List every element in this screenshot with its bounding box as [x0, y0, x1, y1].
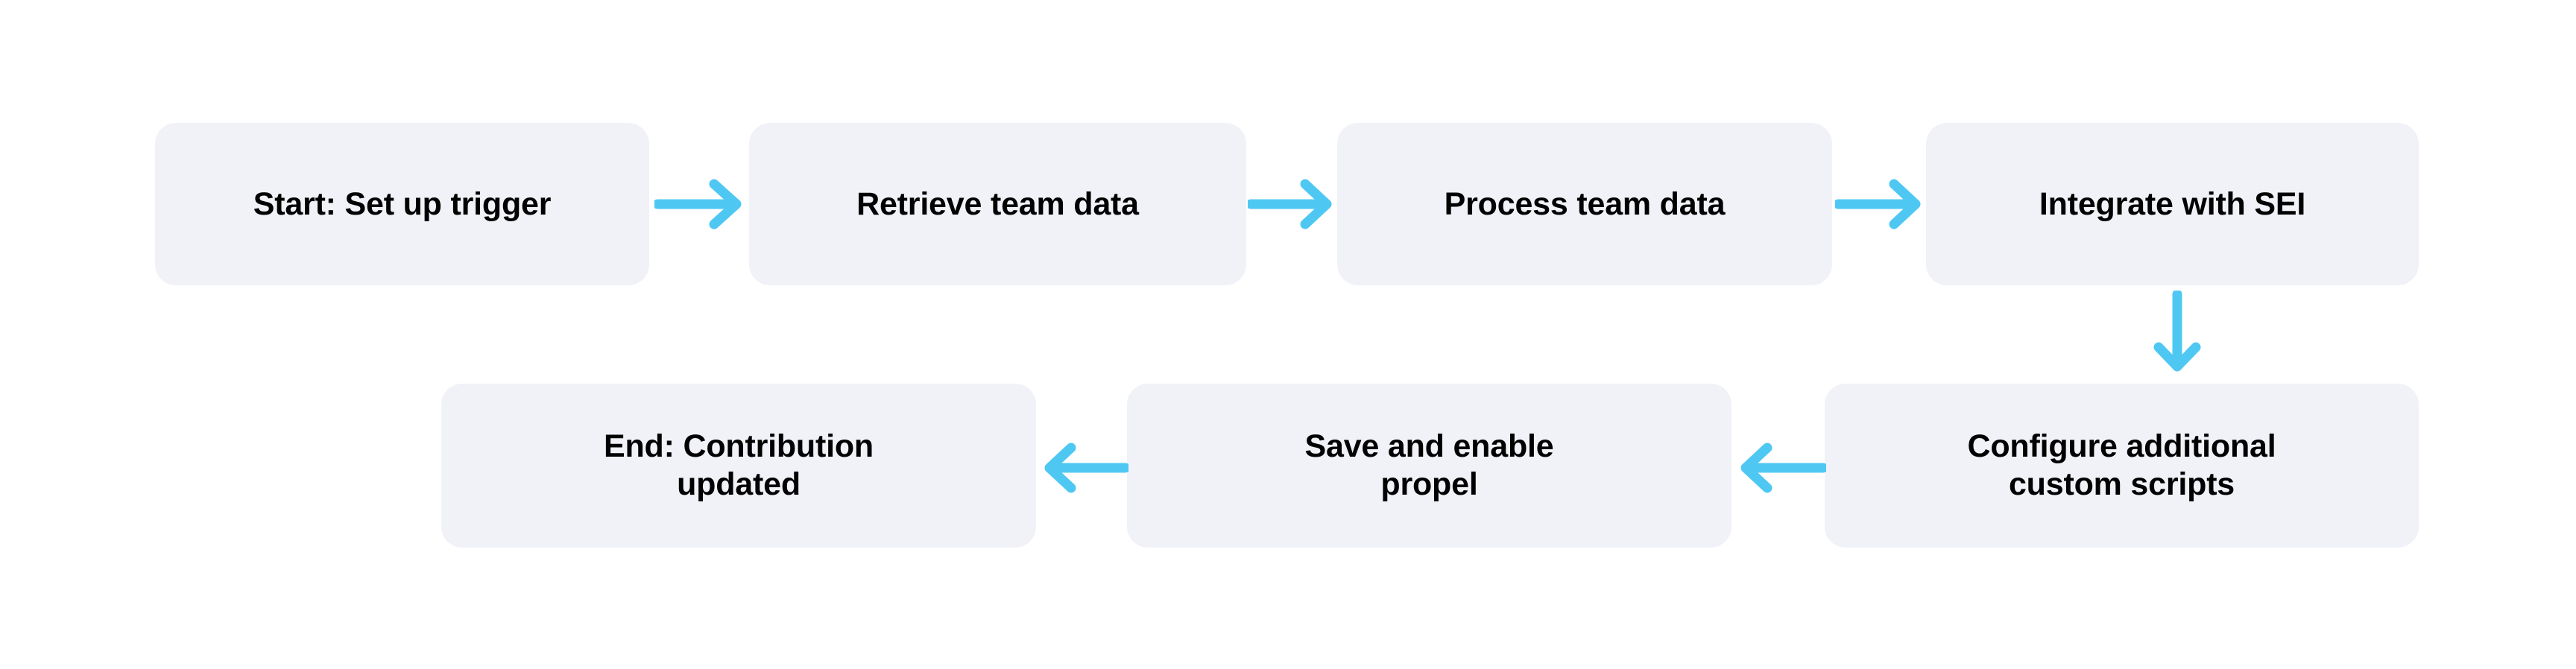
flow-node-process-team-data[interactable]: Process team data: [1337, 123, 1832, 285]
flow-node-integrate-with-sei-label: Integrate with SEI: [2039, 186, 2306, 222]
flow-arrow-down-integrate-to-configure: [2150, 291, 2204, 378]
flow-node-integrate-with-sei[interactable]: Integrate with SEI: [1926, 123, 2419, 285]
flow-node-end-contribution-updated[interactable]: End: Contribution updated: [441, 384, 1036, 548]
flow-node-save-and-enable-propel[interactable]: Save and enable propel: [1127, 384, 1731, 548]
flow-arrow-left-save-to-end: [1038, 441, 1128, 495]
flow-node-configure-custom-scripts[interactable]: Configure additional custom scripts: [1825, 384, 2419, 548]
flow-arrow-left-configure-to-save: [1734, 441, 1826, 495]
flow-arrow-right-retrieve-to-process: [1248, 177, 1339, 231]
flow-arrow-right-start-to-retrieve: [654, 177, 748, 231]
flow-node-retrieve-team-data[interactable]: Retrieve team data: [749, 123, 1246, 285]
flow-node-start[interactable]: Start: Set up trigger: [155, 123, 649, 285]
flow-node-retrieve-team-data-label: Retrieve team data: [856, 186, 1139, 222]
flow-node-configure-custom-scripts-label: Configure additional custom scripts: [1967, 428, 2276, 502]
flow-arrow-right-process-to-integrate: [1835, 177, 1928, 231]
flow-node-start-label: Start: Set up trigger: [253, 186, 552, 222]
flow-node-save-and-enable-propel-label: Save and enable propel: [1304, 428, 1554, 502]
flow-node-process-team-data-label: Process team data: [1444, 186, 1726, 222]
flow-node-end-contribution-updated-label: End: Contribution updated: [604, 428, 874, 502]
